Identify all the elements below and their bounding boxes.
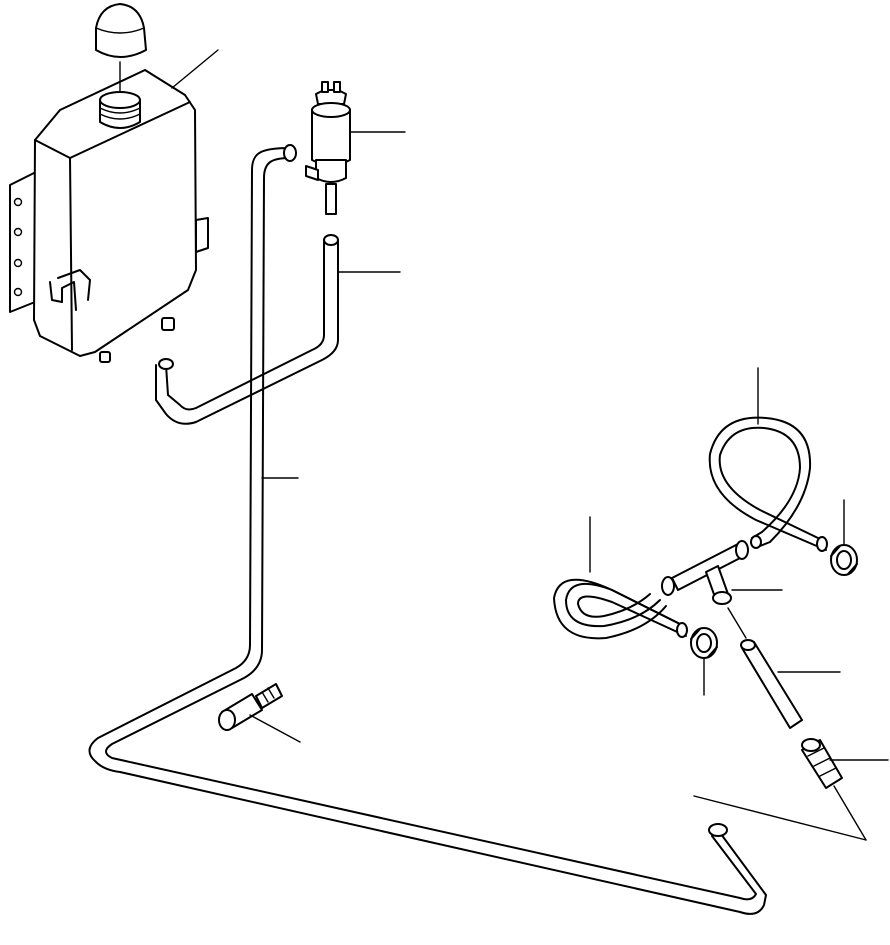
- callout-leader: [249, 714, 301, 743]
- hose-end: [158, 358, 174, 370]
- long-supply-hose: [88, 144, 767, 915]
- hose-joint-connector: [693, 738, 889, 841]
- reservoir-cap: [95, 3, 147, 93]
- hose-end: [708, 823, 728, 837]
- hose-clamp-left: [690, 627, 718, 696]
- nozzle: [218, 683, 301, 743]
- hose-loop-left: [553, 516, 688, 640]
- hose-clamp-right: [830, 499, 858, 576]
- hose-loop-right: [708, 367, 828, 552]
- washer-reservoir-tank: [9, 49, 219, 363]
- callout-leader: [171, 49, 219, 89]
- washer-pump-motor: [305, 81, 406, 215]
- hose-end: [323, 234, 339, 246]
- straight-hose-segment: [740, 639, 841, 729]
- hose-end: [283, 144, 297, 162]
- short-hose: [155, 234, 339, 425]
- tee-connector: [661, 540, 783, 639]
